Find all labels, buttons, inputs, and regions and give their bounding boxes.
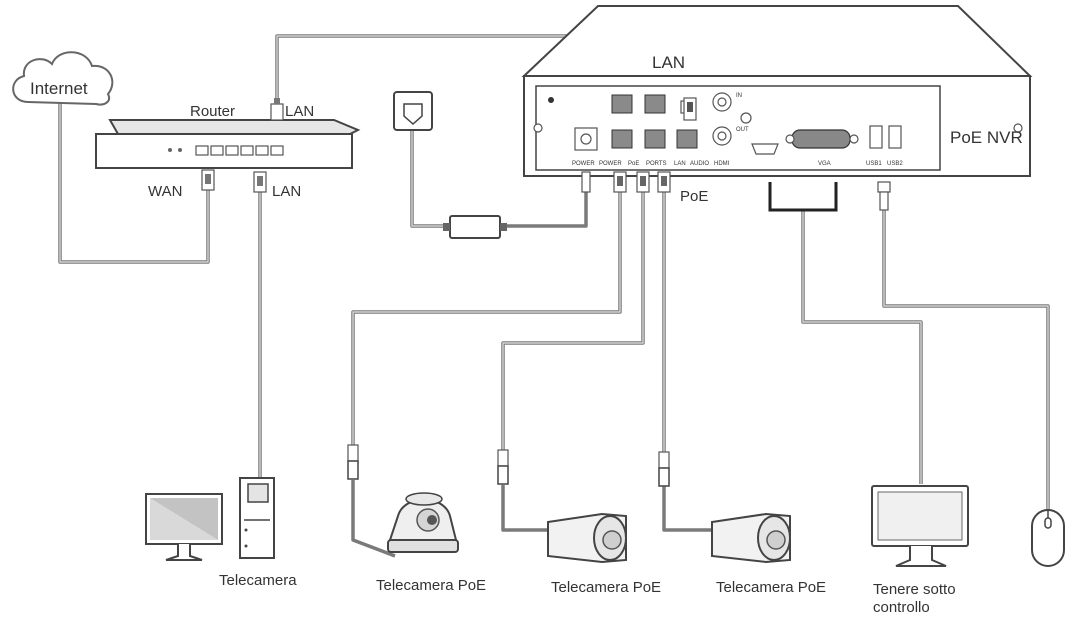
router-lan-port-3	[240, 145, 254, 156]
plug-nvr-poe-1	[613, 171, 627, 193]
router-lan-port-1	[210, 145, 224, 156]
cloud-icon	[12, 51, 114, 106]
plug-usb	[877, 181, 891, 211]
power-outlet-icon	[393, 91, 433, 131]
nvr-vga-label: VGA	[818, 161, 831, 167]
pc-monitor-icon	[145, 493, 223, 561]
monitor-label-line1: Tenere sotto	[873, 581, 956, 598]
router-lan-top-label: LAN	[285, 103, 314, 120]
nvr-usb1-label: USB1	[866, 161, 882, 167]
router-label: Router	[190, 103, 235, 120]
nvr-poe-port-1	[611, 94, 633, 114]
nvr-usb1-port	[869, 125, 883, 149]
plug-nvr-power	[581, 171, 591, 193]
poe-camera-1-label: Telecamera PoE	[376, 577, 486, 594]
plug-camera-3	[658, 451, 670, 487]
nvr-poe-port-3	[611, 129, 633, 149]
router-lan-port-4	[255, 145, 269, 156]
bullet-camera-1-icon	[547, 512, 627, 564]
nvr-out-label: OUT	[736, 127, 749, 133]
nvr-label: PoE NVR	[950, 128, 1023, 147]
cable-vga-monitor	[801, 210, 923, 484]
plug-router-wan	[201, 169, 215, 191]
nvr-audio-label: AUDIO	[690, 161, 709, 167]
plug-nvr-poe-3	[657, 171, 671, 193]
cable-internet-wan	[58, 102, 210, 264]
monitor-label-line2: controllo	[873, 599, 930, 616]
nvr-power-label: POWER	[572, 161, 595, 167]
plug-router-lan-bottom	[253, 171, 267, 193]
cable-poe-camera-3	[662, 190, 712, 532]
plug-router-lan-top	[270, 98, 284, 121]
nvr-vga-port	[791, 129, 851, 149]
internet-label: Internet	[30, 79, 88, 98]
router-wan-port	[195, 145, 209, 156]
plug-camera-1	[347, 444, 359, 480]
nvr-usb2-label: USB2	[887, 161, 903, 167]
router-lan-port-2	[225, 145, 239, 156]
poe-label: PoE	[680, 188, 708, 205]
nvr-poe-label: PoE	[628, 161, 639, 167]
nvr-poe-port-2	[644, 94, 666, 114]
pc-tower-icon	[239, 477, 275, 559]
plug-camera-2	[497, 449, 509, 485]
telecamera-label: Telecamera	[219, 572, 297, 589]
cable-poe-camera-2	[501, 190, 645, 532]
cable-poe-camera-1	[351, 190, 622, 558]
nvr-poe-port-4	[644, 129, 666, 149]
router-lan-port-5	[270, 145, 284, 156]
nvr-ports-label: PORTS	[646, 161, 667, 167]
router-wan-label: WAN	[148, 183, 182, 200]
cable-power	[410, 120, 588, 228]
nvr-hdmi-label: HDMI	[714, 161, 730, 167]
nvr-usb2-port	[888, 125, 902, 149]
poe-camera-3-label: Telecamera PoE	[716, 579, 826, 596]
poe-camera-2-label: Telecamera PoE	[551, 579, 661, 596]
plug-nvr-poe-2	[636, 171, 650, 193]
cable-usb-mouse	[882, 210, 1050, 510]
nvr-power2-label: POWER	[599, 161, 622, 167]
mouse-icon	[1031, 509, 1065, 567]
nvr-lan-port-label: LAN	[674, 161, 686, 167]
nvr-monitor-icon	[871, 485, 969, 567]
nvr-device	[521, 5, 1033, 177]
nvr-lan-port	[676, 129, 698, 149]
nvr-hdmi-port	[751, 143, 779, 155]
nvr-lan-label: LAN	[652, 53, 685, 72]
bullet-camera-2-icon	[711, 512, 791, 564]
power-adapter-icon	[443, 215, 507, 239]
dome-camera-icon	[387, 492, 459, 553]
router-lan-bottom-label: LAN	[272, 183, 301, 200]
plug-nvr-lan	[683, 97, 697, 121]
vga-connector	[768, 182, 838, 212]
router-icon	[95, 119, 361, 169]
nvr-in-label: IN	[736, 93, 742, 99]
